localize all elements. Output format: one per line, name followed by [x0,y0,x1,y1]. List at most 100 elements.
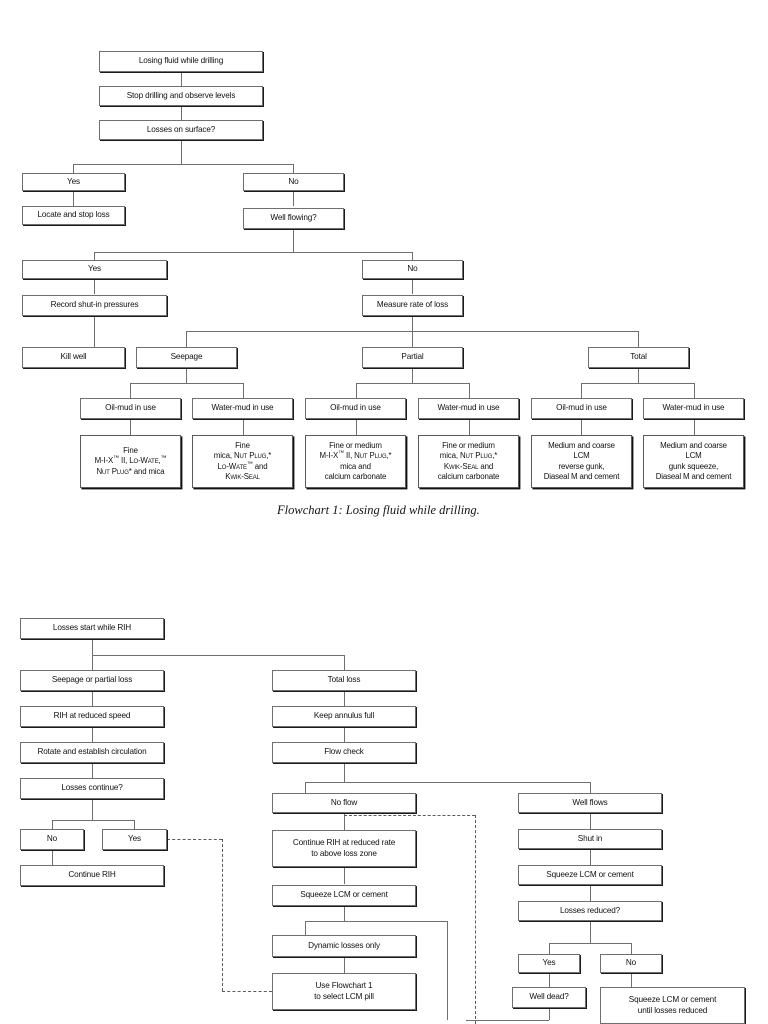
node-partial-water-mud-in-use[interactable]: Water-mud in use [418,398,519,419]
node-kill-well[interactable]: Kill well [22,347,125,368]
connector [412,252,413,260]
dashed-connector [222,991,272,992]
flowchart-1-caption: Flowchart 1: Losing fluid while drilling… [277,503,480,517]
node-squeeze-lcm-or-cement-right[interactable]: Squeeze LCM or cement [518,865,662,885]
connector [694,383,695,398]
connector [638,331,639,347]
node-seepage[interactable]: Seepage [136,347,237,368]
node-continue-rih[interactable]: Continue RIH [20,865,164,886]
connector [52,850,53,865]
connector [581,419,582,435]
node-partial[interactable]: Partial [362,347,463,368]
connector [305,921,447,922]
connector [94,316,95,347]
connector [447,921,448,1020]
node-squeeze-lcm-or-cement-middle[interactable]: Squeeze LCM or cement [272,885,416,906]
connector [590,849,591,866]
node-seepage-water-mud-in-use[interactable]: Water-mud in use [192,398,293,419]
node-use-flowchart-1-to-select-lcm-pill[interactable]: Use Flowchart 1 to select LCM pill [272,973,416,1010]
connector [293,229,294,252]
connector [73,191,74,206]
connector [243,419,244,435]
connector [412,316,413,331]
node-rih-at-reduced-speed[interactable]: RIH at reduced speed [20,706,164,727]
connector [293,164,294,173]
node-total[interactable]: Total [588,347,689,368]
connector [344,906,345,921]
node-seepage-or-partial-loss[interactable]: Seepage or partial loss [20,670,164,691]
node-record-shut-in-pressures[interactable]: Record shut-in pressures [22,295,167,316]
connector [344,727,345,742]
connector [344,957,345,973]
connector [590,885,591,902]
dashed-connector [167,839,222,840]
connector [94,279,95,294]
node-seepage-oil-mud-in-use[interactable]: Oil-mud in use [80,398,181,419]
connector [130,383,243,384]
node-no-flow[interactable]: No flow [272,793,416,813]
connector [344,867,345,884]
node-well-dead[interactable]: Well dead? [512,987,586,1008]
connector [694,419,695,435]
node-losses-reduced-yes[interactable]: Yes [518,954,580,973]
connector [590,813,591,830]
connector [92,799,93,820]
node-losses-reduced[interactable]: Losses reduced? [518,901,662,921]
node-continue-rih-at-reduced-rate[interactable]: Continue RIH at reduced rate to above lo… [272,830,416,867]
connector [581,383,582,398]
connector [356,383,469,384]
connector [590,782,591,793]
connector [186,331,187,347]
node-losses-continue-yes[interactable]: Yes [102,829,167,850]
node-keep-annulus-full[interactable]: Keep annulus full [272,706,416,727]
connector [181,106,182,121]
node-total-loss[interactable]: Total loss [272,670,416,691]
node-flowing-yes[interactable]: Yes [22,260,167,279]
connector [92,763,93,778]
node-flowing-no[interactable]: No [362,260,463,279]
connector [92,655,344,656]
node-losses-continue-no[interactable]: No [20,829,84,850]
node-locate-and-stop-loss[interactable]: Locate and stop loss [22,206,125,225]
connector [293,191,294,206]
node-losses-start-while-rih[interactable]: Losses start while RIH [20,618,164,639]
node-losses-continue[interactable]: Losses continue? [20,778,164,799]
node-total-water-mud-in-use[interactable]: Water-mud in use [643,398,744,419]
connector [130,419,131,435]
connector [356,383,357,398]
connector [581,383,694,384]
connector [134,820,135,829]
connector [305,921,306,935]
node-partial-oil-mud-in-use[interactable]: Oil-mud in use [305,398,406,419]
connector [305,782,306,793]
connector [94,252,412,253]
connector [305,782,590,783]
node-well-flows[interactable]: Well flows [518,793,662,813]
connector [52,820,53,829]
node-dynamic-losses-only[interactable]: Dynamic losses only [272,935,416,957]
node-flow-check[interactable]: Flow check [272,742,416,763]
connector [590,921,591,943]
node-losing-fluid-while-drilling[interactable]: Losing fluid while drilling [99,51,263,72]
node-losses-on-surface[interactable]: Losses on surface? [99,120,263,140]
node-well-flowing[interactable]: Well flowing? [243,208,344,229]
connector [344,655,345,670]
node-squeeze-lcm-until-losses-reduced[interactable]: Squeeze LCM or cement until losses reduc… [600,987,745,1024]
node-stop-drilling-observe-levels[interactable]: Stop drilling and observe levels [99,86,263,106]
node-measure-rate-of-loss[interactable]: Measure rate of loss [362,295,463,316]
node-rotate-and-establish-circulation[interactable]: Rotate and establish circulation [20,742,164,763]
connector [549,1008,550,1020]
node-losses-reduced-no[interactable]: No [600,954,662,973]
connector [412,331,413,347]
node-total-oil-mud-in-use[interactable]: Oil-mud in use [531,398,632,419]
node-surface-no[interactable]: No [243,173,344,191]
node-surface-yes[interactable]: Yes [22,173,125,191]
node-shut-in[interactable]: Shut in [518,829,662,849]
